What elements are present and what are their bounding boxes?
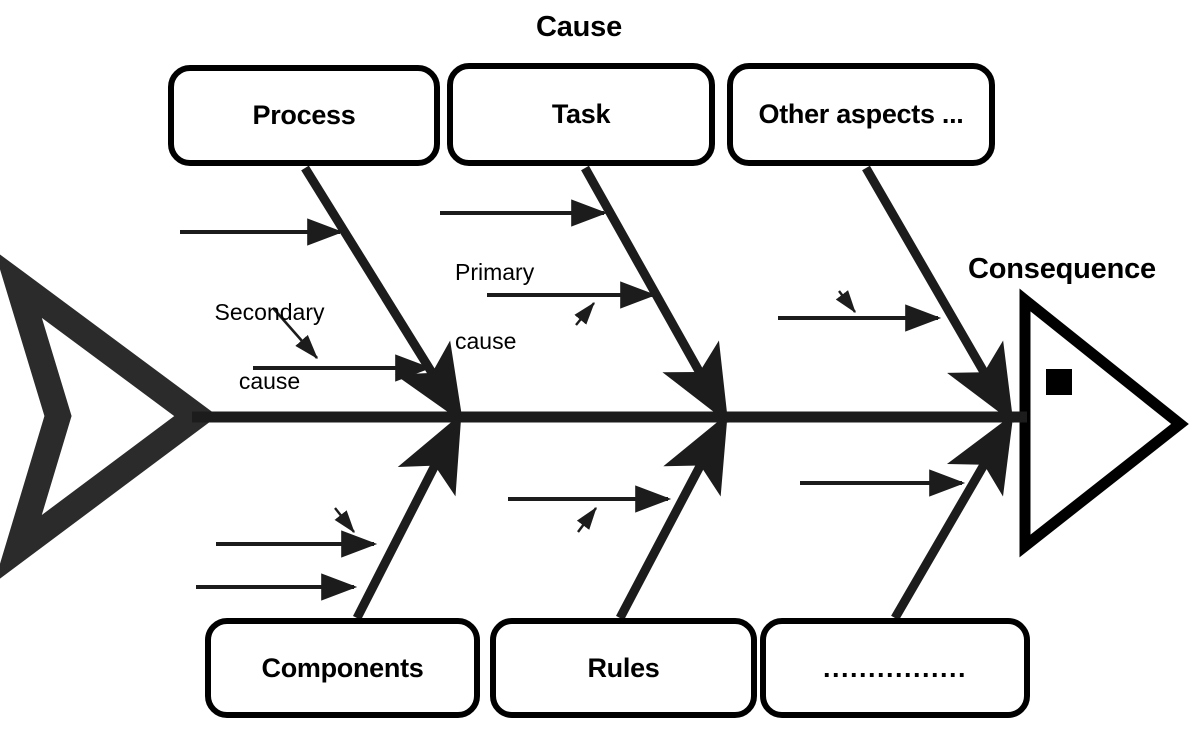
primary-cause-pointer-icon bbox=[574, 302, 595, 326]
cause-box-rules-label: Rules bbox=[587, 652, 660, 683]
cause-box-task[interactable]: Task bbox=[447, 63, 715, 166]
annotation-secondary-cause-line1: Secondary bbox=[214, 299, 325, 325]
branch-rules bbox=[616, 413, 728, 621]
cause-box-task-label: Task bbox=[551, 99, 611, 129]
rules-pointer-icon bbox=[576, 507, 597, 533]
annotation-secondary-cause-line2: cause bbox=[238, 368, 301, 394]
branch-other-bottom bbox=[891, 414, 1014, 621]
other-aspects-pointer-icon bbox=[835, 290, 856, 313]
branch-task bbox=[581, 165, 729, 424]
branch-other-aspects bbox=[862, 165, 1014, 423]
branch-components bbox=[352, 413, 462, 621]
annotation-primary-cause-line2: cause bbox=[455, 328, 517, 354]
page-title-consequence: Consequence bbox=[968, 253, 1156, 285]
cause-box-other-bottom-label: ................ bbox=[822, 652, 968, 683]
cause-box-process[interactable]: Process bbox=[168, 65, 440, 166]
cause-box-other-aspects-label: Other aspects ... bbox=[758, 99, 964, 129]
cause-box-other-bottom[interactable]: ................ bbox=[760, 618, 1030, 718]
annotation-primary-cause-line1: Primary bbox=[455, 259, 535, 285]
secondary-cause-pointer-icon bbox=[272, 307, 318, 359]
cause-box-components-label: Components bbox=[261, 652, 424, 683]
annotation-secondary-cause: Secondary cause bbox=[197, 255, 342, 439]
fish-tail-icon bbox=[0, 254, 218, 579]
components-pointer-icon bbox=[334, 507, 355, 533]
cause-box-other-aspects[interactable]: Other aspects ... bbox=[727, 63, 995, 166]
cause-box-process-label: Process bbox=[252, 100, 356, 130]
page-title-cause: Cause bbox=[535, 11, 623, 43]
annotation-primary-cause: Primary cause bbox=[455, 215, 570, 399]
fish-head-icon bbox=[1019, 288, 1189, 558]
cause-box-components[interactable]: Components bbox=[205, 618, 480, 718]
cause-box-rules[interactable]: Rules bbox=[490, 618, 757, 718]
